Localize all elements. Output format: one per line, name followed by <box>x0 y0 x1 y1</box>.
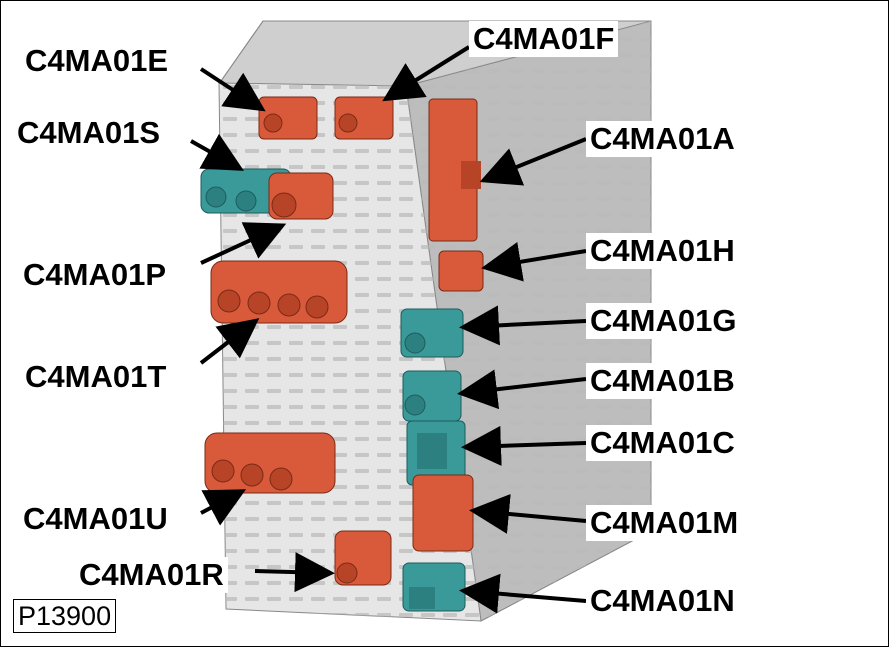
connector-C4MA01G <box>400 308 464 358</box>
leader-arrows <box>190 45 587 614</box>
label-C4MA01T: C4MA01T <box>21 359 171 395</box>
connector-C4MA01A <box>428 98 481 242</box>
arrow-C4MA01B <box>457 369 587 410</box>
arrow-C4MA01F <box>382 45 471 102</box>
connector-C4MA01C <box>406 420 466 486</box>
label-C4MA01P: C4MA01P <box>19 257 170 293</box>
arrow-C4MA01M <box>469 494 587 534</box>
arrow-C4MA01R <box>254 552 335 593</box>
connector-C4MA01H <box>438 250 484 292</box>
label-C4MA01B: C4MA01B <box>586 363 739 399</box>
connector-C4MA01F <box>334 96 394 140</box>
label-C4MA01A: C4MA01A <box>586 121 739 157</box>
arrow-C4MA01C <box>461 425 587 466</box>
connector-C4MA01R <box>334 530 392 586</box>
connector-C4MA01B <box>402 370 462 422</box>
arrow-C4MA01U <box>200 489 247 526</box>
arrow-C4MA01H <box>481 242 587 282</box>
label-C4MA01U: C4MA01U <box>19 501 172 537</box>
connector-C4MA01E <box>258 96 318 140</box>
label-C4MA01C: C4MA01C <box>586 425 739 461</box>
arrow-C4MA01A <box>479 137 587 186</box>
connector-C4MA01N <box>402 562 466 612</box>
arrow-C4MA01E <box>199 67 266 112</box>
arrow-C4MA01G <box>459 305 587 346</box>
connector-C4MA01U <box>204 432 336 494</box>
connector-C4MA01M <box>412 474 474 552</box>
label-C4MA01N: C4MA01N <box>586 583 739 619</box>
label-C4MA01H: C4MA01H <box>586 233 739 269</box>
connector-C4MA01P <box>268 172 334 220</box>
label-C4MA01R: C4MA01R <box>75 557 228 593</box>
label-C4MA01E: C4MA01E <box>21 43 172 79</box>
label-C4MA01F: C4MA01F <box>469 21 619 57</box>
arrow-C4MA01N <box>459 573 587 614</box>
label-C4MA01G: C4MA01G <box>586 303 741 339</box>
arrow-C4MA01S <box>190 133 244 171</box>
figure-id: P13900 <box>13 599 117 633</box>
arrow-C4MA01P <box>200 222 287 265</box>
arrow-C4MA01T <box>199 318 260 365</box>
label-C4MA01S: C4MA01S <box>13 115 164 151</box>
label-C4MA01M: C4MA01M <box>586 505 743 541</box>
connector-C4MA01T <box>210 260 348 324</box>
